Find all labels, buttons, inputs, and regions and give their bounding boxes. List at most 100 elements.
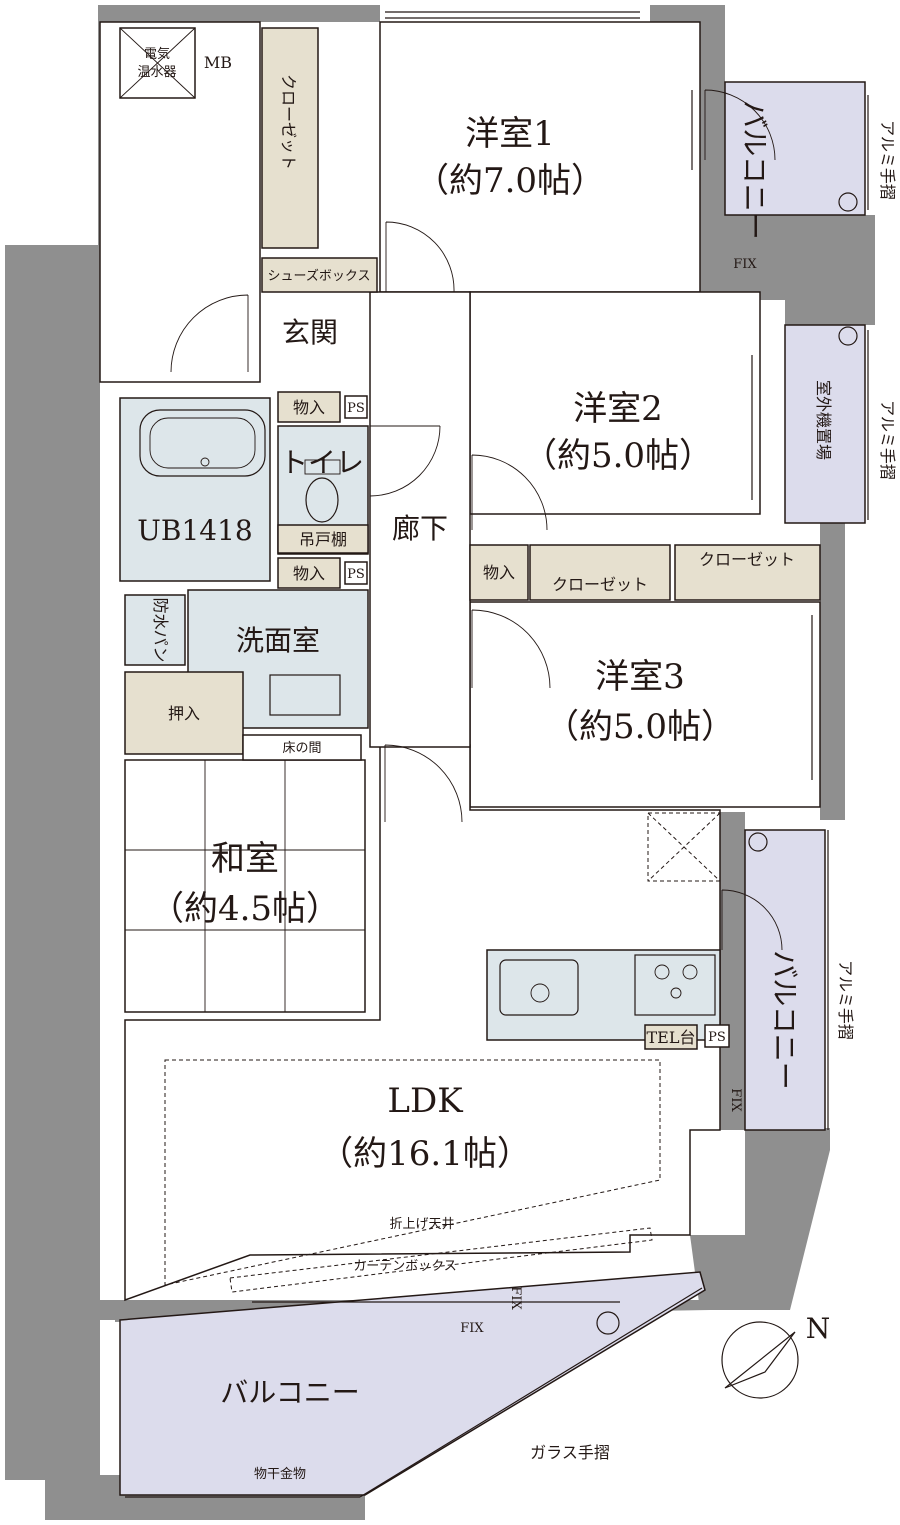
southeast-wall [690,1128,830,1310]
entrance-label: 玄関 [282,316,338,349]
storage-units [124,27,821,1050]
laundry-hanger-label: 物干金物 [254,1466,306,1482]
ldk-name: LDK [387,1081,463,1121]
hallway-label: 廊下 [392,512,448,545]
door-western2 [471,454,548,531]
door-entrance [170,294,249,373]
oshiire-label: 押入 [168,704,200,723]
labels: 洋室1 （約7.0帖） 洋室2 （約5.0帖） 洋室3 （約5.0帖） 和室 （… [137,46,897,1482]
aluminum-rail-label-1: アルミ手摺 [878,120,897,200]
aluminum-rail-label-3: アルミ手摺 [836,960,855,1040]
fixtures [119,11,869,1498]
west-wall [5,245,100,1305]
western3-size: （約5.0帖） [545,707,735,747]
western3-name: 洋室3 [595,657,685,697]
bathtub-icon [139,409,266,477]
closet-western1-label: クローゼット [279,74,298,170]
storage-hallway [469,544,529,601]
wash-basin-icon [269,674,341,716]
curtain-box-label: カーテンボックス [353,1259,457,1274]
north-label: N [806,1312,831,1345]
storage-entrance [277,391,341,423]
kitchen-east-wall [720,812,745,1130]
room-western3 [469,601,821,808]
western2-size: （約5.0帖） [523,436,713,476]
closet-western3-label: クローゼット [699,550,795,569]
door-western3 [471,609,551,689]
toilet-label: トイレ [280,446,364,479]
tel-stand [644,1024,698,1050]
ps-kitchen-label: PS [708,1030,726,1045]
storage-washroom [277,557,341,589]
hallway [369,291,471,748]
western1-size: （約7.0帖） [415,161,605,201]
waterproof-pan [124,594,186,666]
ps-kitchen [704,1024,730,1048]
door-western1 [385,221,455,293]
tokonoma [242,734,362,761]
sink-icon [499,959,579,1016]
storage-washroom-label: 物入 [293,564,325,583]
east-notch-wall [725,215,875,325]
tokonoma-label: 床の間 [282,741,321,756]
washroom-label: 洗面室 [236,624,320,657]
closet-western2-label: クローゼット [552,575,648,594]
room-western1 [379,21,701,293]
southwest-wall [5,1300,125,1480]
north-arrow-icon [721,1321,799,1399]
fix-label-north: FIX [733,257,757,272]
balcony-south [119,1271,706,1496]
bath-label: UB1418 [137,514,252,547]
toilet-icon [305,477,339,523]
western1-name: 洋室1 [465,114,555,154]
storage-entrance-label: 物入 [293,398,325,417]
door-toilet [369,425,441,497]
bath-unit [119,397,271,582]
folded-ceiling-outline [164,1059,661,1286]
outdoor-unit-label: 室外機置場 [814,380,833,460]
glass-rail [359,1287,703,1498]
aluminum-rail-label-2: アルミ手摺 [878,400,897,480]
western2-name: 洋室2 [573,389,663,429]
balcony-north [724,81,866,216]
ps-washroom [344,561,368,585]
storage-hallway-label: 物入 [483,563,515,582]
closet-western3 [674,544,821,601]
ps-washroom-label: PS [347,567,365,582]
water-heater-label-2: 温水器 [137,65,176,80]
fix-label-south: FIX [460,1321,484,1336]
balcony-east-label: バルコニー [768,950,801,1089]
glass-rail-label: ガラス手摺 [530,1443,610,1462]
east-upper-wall [650,5,725,292]
stove-icon [634,954,716,1016]
balcony-south-label: バルコニー [220,1376,359,1409]
balcony-north-label: バルコニー [738,100,771,239]
balconies [119,81,866,1496]
curtain-box-outline [229,1227,653,1293]
fix-label-east: FIX [728,1088,743,1112]
ps-entrance-label: PS [347,401,365,416]
east-mid-wall [820,520,845,820]
room-japanese [124,759,366,1013]
balcony-east [744,829,826,1131]
water-heater-label-1: 電気 [144,46,170,62]
folded-ceiling-label: 折上げ天井 [389,1217,454,1232]
oshiire [124,671,244,755]
ps-entrance [344,395,368,419]
waterproof-pan-label: 防水パン [151,598,170,663]
closet-western1 [261,27,319,249]
shoe-box [261,257,378,293]
shoe-box-label: シューズボックス [268,268,371,284]
hanging-shelf [277,524,369,554]
closet-western2 [529,544,671,601]
door-balcony-east [721,889,783,951]
range-hood-outline [647,812,721,882]
door-ldk [384,744,463,823]
room-western2 [469,291,761,515]
tel-stand-label: TEL台 [647,1028,696,1047]
japanese-size: （約4.5帖） [150,889,340,929]
japanese-name: 和室 [211,839,279,879]
ldk-size: （約16.1帖） [319,1134,531,1174]
door-balcony-north [704,89,776,161]
